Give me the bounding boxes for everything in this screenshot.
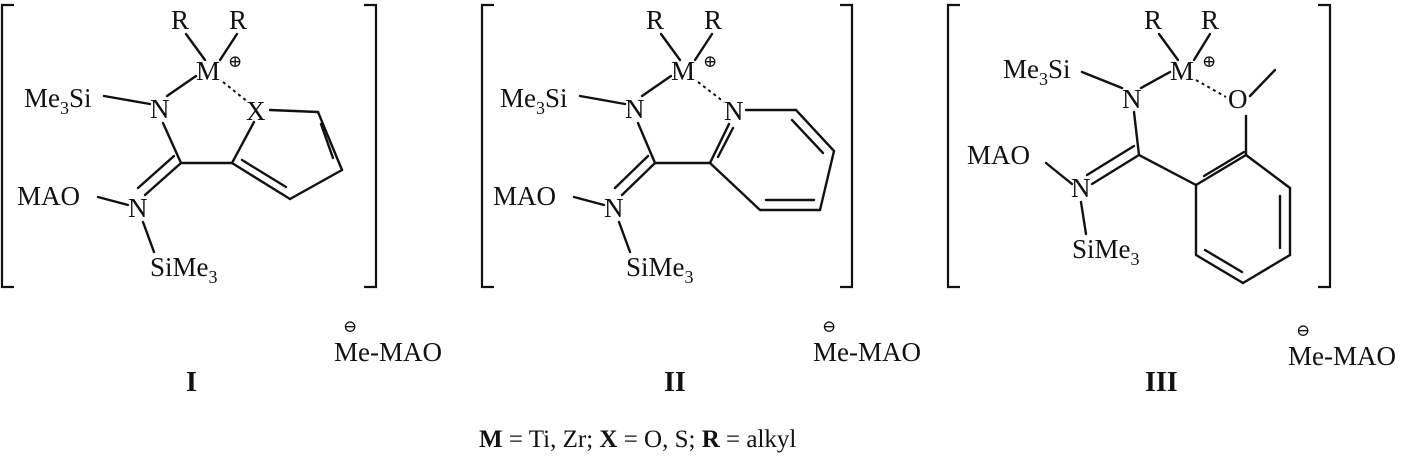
structure-label: I: [186, 367, 197, 398]
bracket-left-iii: [946, 3, 960, 289]
trimethylsilyl-left: Me3Si: [1003, 54, 1071, 89]
trimethylsilyl-bottom: SiMe3: [150, 252, 218, 287]
r-group-1: R: [1144, 5, 1162, 35]
structure-label: III: [1145, 367, 1178, 398]
cation-charge: ⊕: [1202, 52, 1216, 71]
anion-charge: ⊖: [1296, 321, 1310, 340]
metal-atom: M: [671, 56, 695, 86]
amide-nitrogen: N: [150, 94, 170, 124]
metal-atom: M: [196, 56, 220, 86]
r-group-1: R: [646, 5, 664, 35]
substituent-legend: M = Ti, Zr; X = O, S; R = alkyl: [479, 426, 796, 453]
r-group-1: R: [171, 5, 189, 35]
anion-charge: ⊖: [343, 317, 357, 336]
structure-label: II: [664, 367, 686, 398]
metal-atom: M: [1170, 56, 1194, 86]
amide-nitrogen: N: [1122, 84, 1142, 114]
anion-me-mao: Me-MAO: [1288, 341, 1396, 371]
r-group-2: R: [229, 5, 247, 35]
structure-ii: R R M ⊕ Me3Si N N N MAO SiMe3 ⊖: [480, 3, 921, 398]
bracket-left-i: [0, 3, 14, 289]
trimethylsilyl-bottom: SiMe3: [1072, 234, 1140, 269]
cation-charge: ⊕: [703, 52, 717, 71]
trimethylsilyl-left: Me3Si: [500, 83, 568, 118]
trimethylsilyl-left: Me3Si: [24, 83, 92, 118]
anion-me-mao: Me-MAO: [813, 337, 921, 367]
cation-charge: ⊕: [228, 52, 242, 71]
mao-oxygen: MAO: [493, 181, 556, 211]
mao-oxygen: MAO: [17, 181, 80, 211]
structure-iii: R R M ⊕ Me3Si N O N MAO Si: [946, 3, 1396, 398]
oxime-nitrogen: N: [128, 193, 148, 223]
bracket-left-ii: [480, 3, 494, 289]
trimethylsilyl-bottom: SiMe3: [626, 252, 694, 287]
mao-oxygen: MAO: [967, 140, 1030, 170]
amide-nitrogen: N: [625, 94, 645, 124]
pyridine-nitrogen: N: [724, 96, 744, 126]
oxime-nitrogen: N: [604, 193, 624, 223]
anion-charge: ⊖: [822, 317, 836, 336]
structure-i: R R M ⊕ Me3Si N X N MAO Si: [0, 3, 442, 398]
bracket-right-i: [364, 3, 378, 289]
anion-me-mao: Me-MAO: [334, 337, 442, 367]
heteroatom-x: X: [246, 96, 266, 126]
bracket-right-iii: [1318, 3, 1332, 289]
r-group-2: R: [704, 5, 722, 35]
bracket-right-ii: [840, 3, 854, 289]
oxime-nitrogen: N: [1071, 173, 1091, 203]
ether-oxygen: O: [1228, 84, 1248, 114]
r-group-2: R: [1201, 5, 1219, 35]
